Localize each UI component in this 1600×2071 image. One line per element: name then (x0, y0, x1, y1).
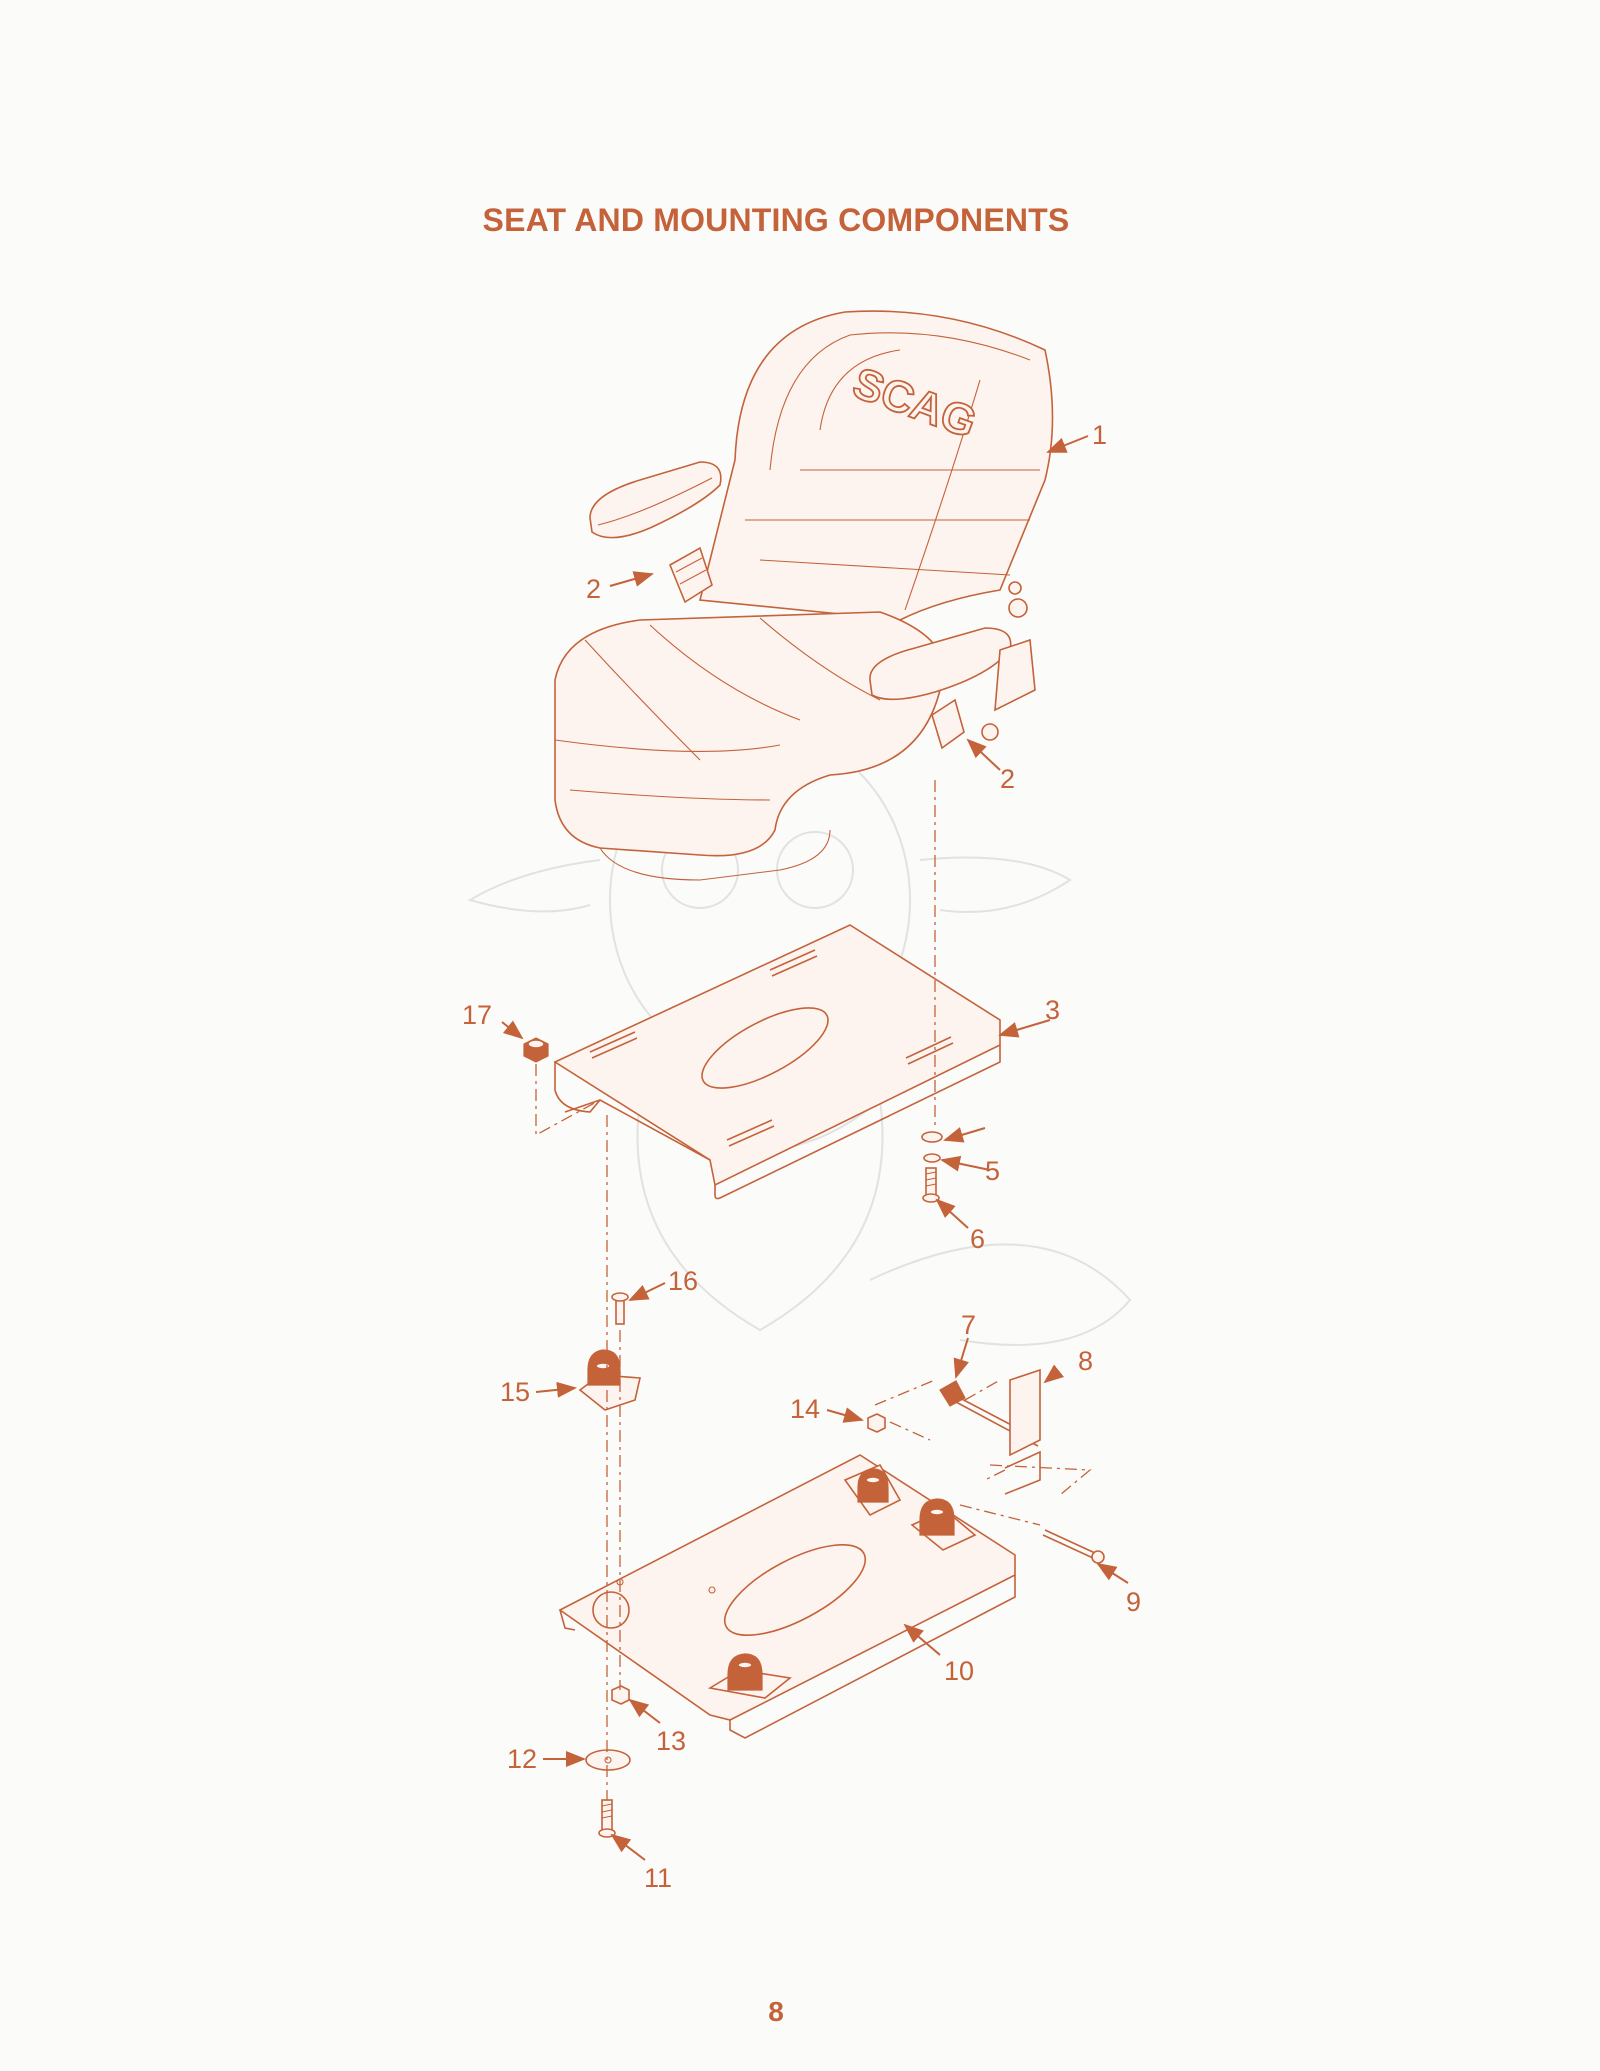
callout-6: 6 (970, 1224, 985, 1254)
page-title: SEAT AND MOUNTING COMPONENTS (482, 202, 1070, 238)
assembly-lines (535, 780, 1092, 1800)
hardware-lower (585, 1685, 631, 1838)
callout-5: 5 (985, 1156, 1000, 1186)
callout-17: 17 (462, 1000, 492, 1030)
callout-3: 3 (1045, 995, 1060, 1025)
page-number: 8 (768, 1996, 784, 2027)
callout-9: 9 (1126, 1587, 1141, 1617)
callout-2-right: 2 (1000, 764, 1015, 794)
callout-2-left: 2 (586, 574, 601, 604)
callout-14: 14 (790, 1394, 820, 1424)
callout-12: 12 (507, 1744, 537, 1774)
callout-13: 13 (656, 1726, 686, 1756)
hardware-upper (523, 1037, 943, 1433)
base-frame (558, 1454, 1105, 1739)
seat-assembly: SCAG (554, 310, 1054, 881)
callout-10: 10 (944, 1656, 974, 1686)
latch-parts (939, 1368, 1041, 1495)
callout-1: 1 (1092, 420, 1107, 450)
callout-15: 15 (500, 1377, 530, 1407)
callout-16: 16 (668, 1266, 698, 1296)
callout-8: 8 (1078, 1346, 1093, 1376)
seat-plate (553, 924, 1001, 1200)
callout-arrows (501, 435, 1129, 1861)
callout-11: 11 (644, 1863, 672, 1893)
callout-7: 7 (961, 1310, 976, 1340)
callout-labels: 1 2 2 3 5 6 7 8 9 10 11 12 13 14 15 16 1… (462, 420, 1141, 1893)
